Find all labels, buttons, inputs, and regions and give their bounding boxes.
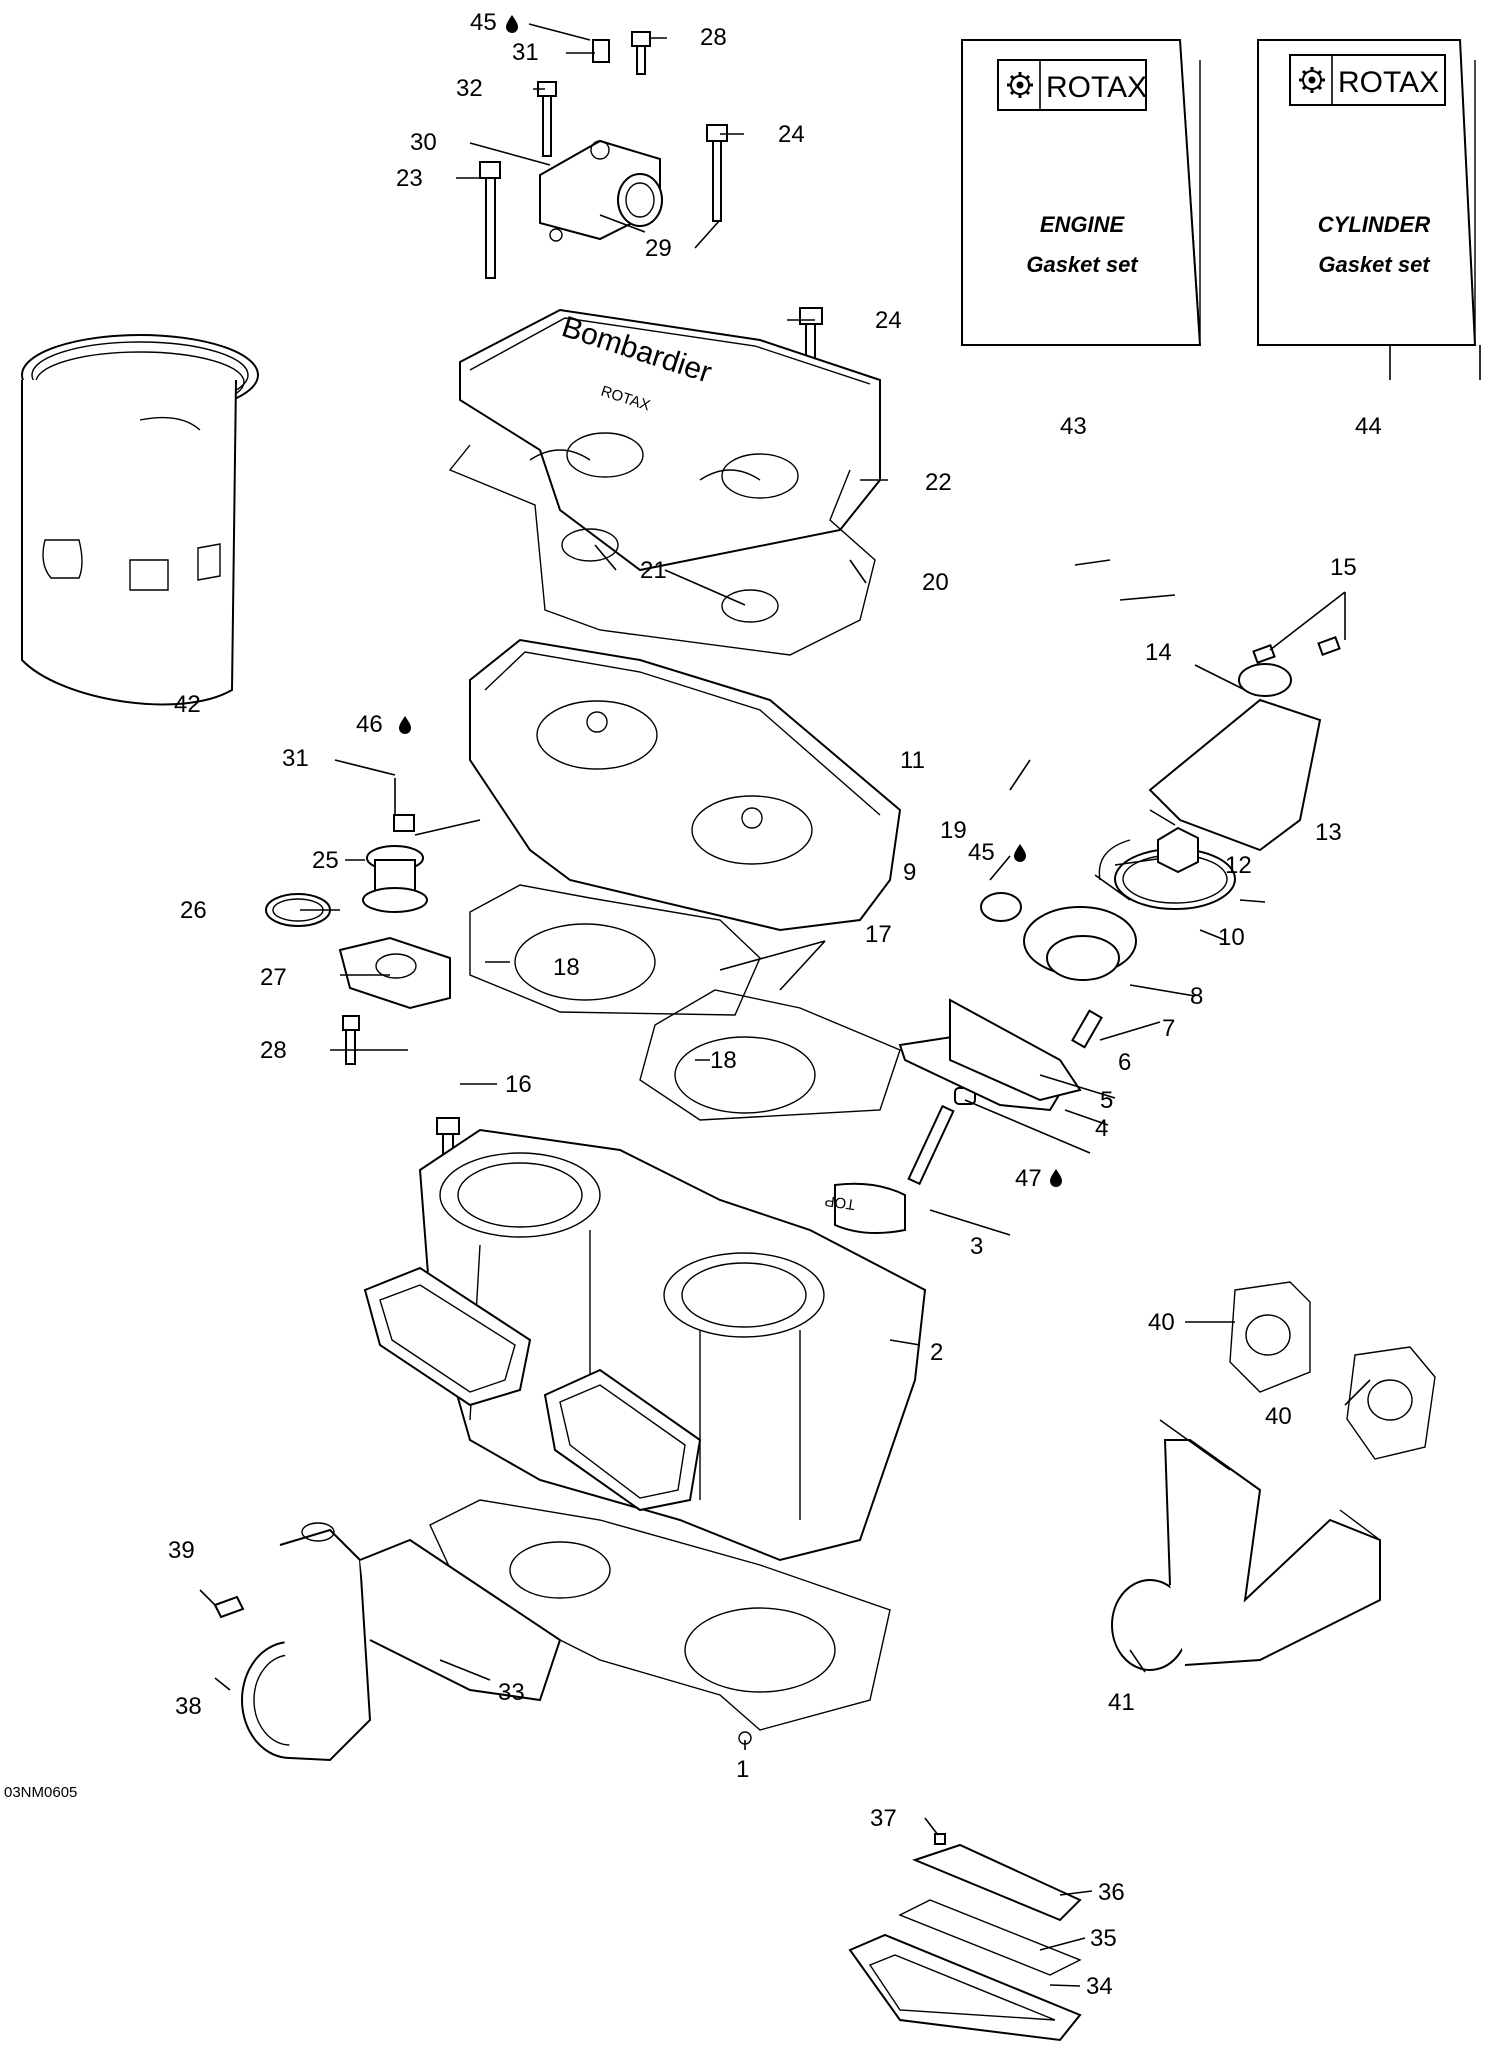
cylinder-head-body-part (469, 638, 902, 932)
engine-booklet-title: ENGINE (1040, 212, 1126, 237)
callout-1: 1 (736, 1756, 749, 1783)
reed-block-parts (848, 1833, 1082, 2042)
callout-29: 29 (645, 235, 672, 262)
callout-8: 8 (1190, 983, 1203, 1010)
callout-33: 33 (498, 1679, 525, 1706)
callout-9: 9 (903, 859, 916, 886)
callout-46: 46 (356, 711, 383, 738)
callout-4: 4 (1095, 1115, 1108, 1142)
callout-19: 19 (940, 817, 967, 844)
callout-28-top: 28 (700, 24, 727, 51)
callout-40-bottom: 40 (1265, 1403, 1292, 1430)
callout-37: 37 (870, 1805, 897, 1832)
callout-25: 25 (312, 847, 339, 874)
callout-39: 39 (168, 1537, 195, 1564)
callout-32: 32 (456, 75, 483, 102)
engine-gasket-set-booklet: ROTAX ENGINE Gasket set (961, 39, 1202, 346)
callout-47: 47 (1015, 1165, 1042, 1192)
cylinder-sleeve-part (21, 334, 259, 706)
engine-booklet-subtitle: Gasket set (1026, 252, 1139, 277)
callout-36: 36 (1098, 1879, 1125, 1906)
callout-45-top: 45 (470, 9, 497, 36)
callout-18-bottom: 18 (710, 1047, 737, 1074)
callout-38: 38 (175, 1693, 202, 1720)
plug-part (393, 814, 415, 832)
cylinder-gasket-set-booklet: ROTAX CYLINDER Gasket set (1257, 39, 1477, 346)
callout-22: 22 (925, 469, 952, 496)
callout-18-top: 18 (553, 954, 580, 981)
callout-10: 10 (1218, 924, 1245, 951)
callout-21: 21 (640, 557, 667, 584)
callout-23: 23 (396, 165, 423, 192)
thermostat-part (265, 845, 428, 927)
oil-drop-icon (1014, 844, 1026, 862)
callout-24-top: 24 (778, 121, 805, 148)
callout-3: 3 (970, 1233, 983, 1260)
callout-30: 30 (410, 129, 437, 156)
water-outlet-part (539, 139, 663, 242)
callout-35: 35 (1090, 1925, 1117, 1952)
callout-43: 43 (1060, 413, 1087, 440)
head-gasket-part (448, 444, 876, 656)
intake-manifold-part (213, 1522, 562, 1762)
callout-27: 27 (260, 964, 287, 991)
callout-24-mid: 24 (875, 307, 902, 334)
callout-31-top: 31 (512, 39, 539, 66)
leader-lines (199, 23, 1481, 1987)
cylinder-booklet-subtitle: Gasket set (1318, 252, 1431, 277)
callout-41: 41 (1108, 1689, 1135, 1716)
callout-5-label: 5 (1100, 1087, 1113, 1114)
callout-7: 7 (1162, 1015, 1175, 1042)
callout-17: 17 (865, 921, 892, 948)
callout-labels: 45 31 28 32 30 23 24 29 24 22 21 20 43 4… (4, 9, 1382, 2000)
callout-26: 26 (180, 897, 207, 924)
figure-code: 03NM0605 (4, 1784, 77, 1801)
oil-drop-icon (399, 716, 411, 734)
callout-40-top: 40 (1148, 1309, 1175, 1336)
base-gasket-part (469, 884, 901, 1121)
thermostat-housing-part (338, 936, 451, 1065)
engine-booklet-brand: ROTAX (1046, 71, 1147, 104)
callout-13: 13 (1315, 819, 1342, 846)
cylinder-booklet-title: CYLINDER (1318, 212, 1431, 237)
callout-34: 34 (1086, 1973, 1113, 2000)
callout-16: 16 (505, 1071, 532, 1098)
callout-2: 2 (930, 1339, 943, 1366)
callout-45-mid: 45 (968, 839, 995, 866)
callout-31-mid: 31 (282, 745, 309, 772)
oil-drop-icon (1050, 1169, 1062, 1187)
callout-20: 20 (922, 569, 949, 596)
rave-valve-parts: TOP (824, 636, 1341, 1234)
exhaust-elbow-part (1111, 1419, 1381, 1671)
exhaust-gasket-parts (1229, 1281, 1436, 1460)
callout-6: 6 (1118, 1049, 1131, 1076)
cylinder-head-part: Bombardier ROTAX (459, 308, 881, 572)
reed-tag-engraving: TOP (824, 1192, 857, 1213)
callout-14: 14 (1145, 639, 1172, 666)
intake-reed-frames (363, 1266, 702, 1512)
oil-drop-icon (506, 15, 518, 33)
callout-15: 15 (1330, 554, 1357, 581)
cylinder-booklet-brand: ROTAX (1338, 66, 1439, 99)
callout-42: 42 (174, 691, 201, 718)
callout-12: 12 (1225, 852, 1252, 879)
callout-11: 11 (900, 747, 925, 774)
callout-44: 44 (1355, 413, 1382, 440)
callout-28-mid: 28 (260, 1037, 287, 1064)
